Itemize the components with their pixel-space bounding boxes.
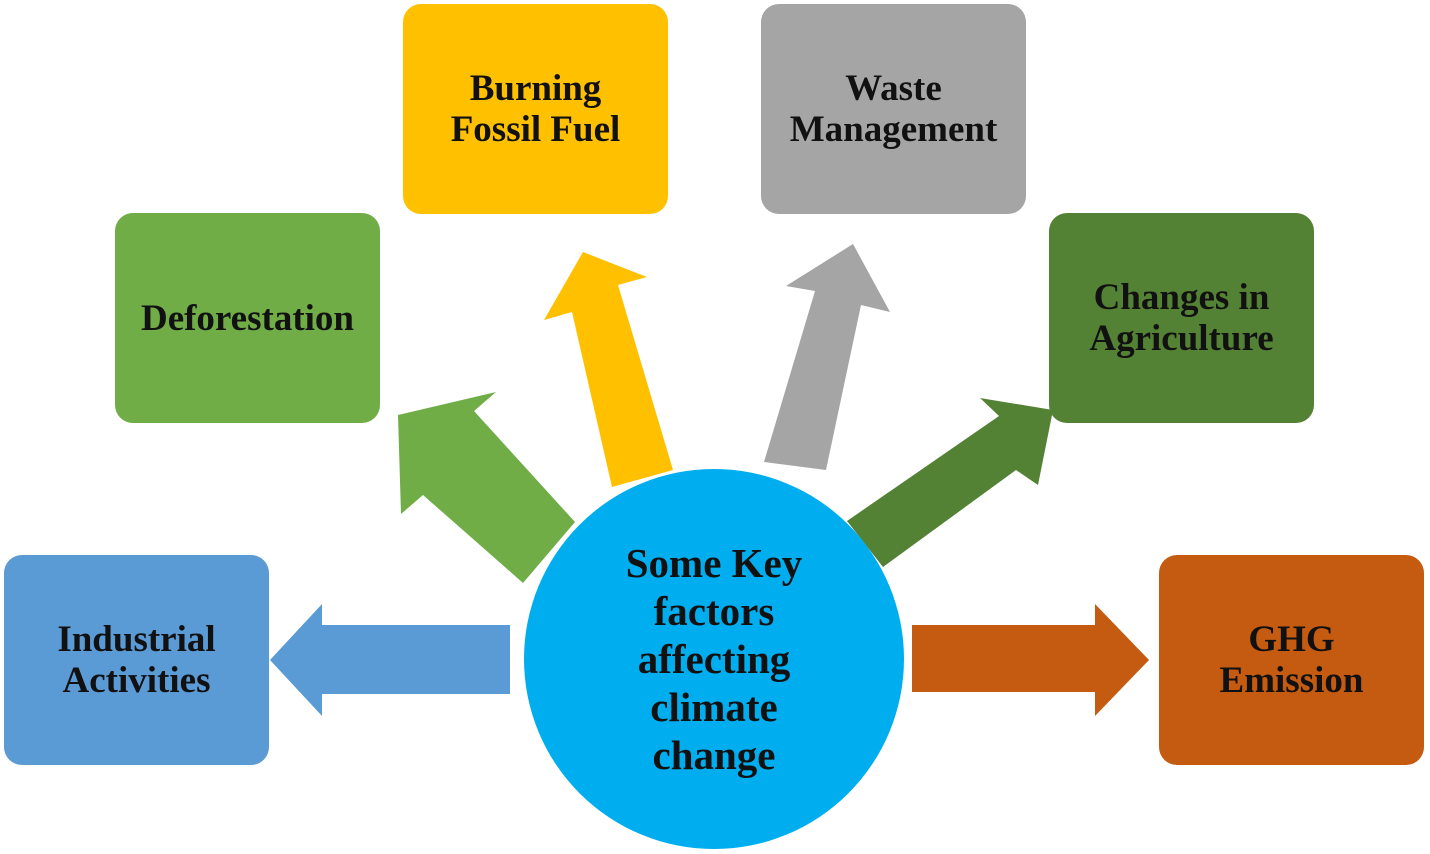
arrow-fossil [544,252,673,487]
hub-label: Some Key factors affecting climate chang… [625,540,803,778]
arrow-deforestation [398,392,575,583]
factor-label: Deforestation [140,297,355,339]
arrow-waste [764,244,890,470]
arrow-industrial [270,604,510,716]
central-hub-circle: Some Key factors affecting climate chang… [524,469,904,849]
factor-box-changes-in-agriculture: Changes in Agriculture [1049,213,1314,423]
factor-box-waste-management: Waste Management [761,4,1026,214]
arrow-agriculture [847,398,1053,567]
factor-label: Waste Management [789,68,998,150]
factor-label: Changes in Agriculture [1089,277,1274,359]
factor-label: GHG Emission [1219,619,1364,701]
arrow-ghg [912,604,1149,716]
factor-box-burning-fossil-fuel: Burning Fossil Fuel [403,4,668,214]
factor-box-ghg-emission: GHG Emission [1159,555,1424,765]
factor-label: Burning Fossil Fuel [450,68,621,150]
factor-box-deforestation: Deforestation [115,213,380,423]
factor-label: Industrial Activities [57,619,216,701]
factor-box-industrial-activities: Industrial Activities [4,555,269,765]
